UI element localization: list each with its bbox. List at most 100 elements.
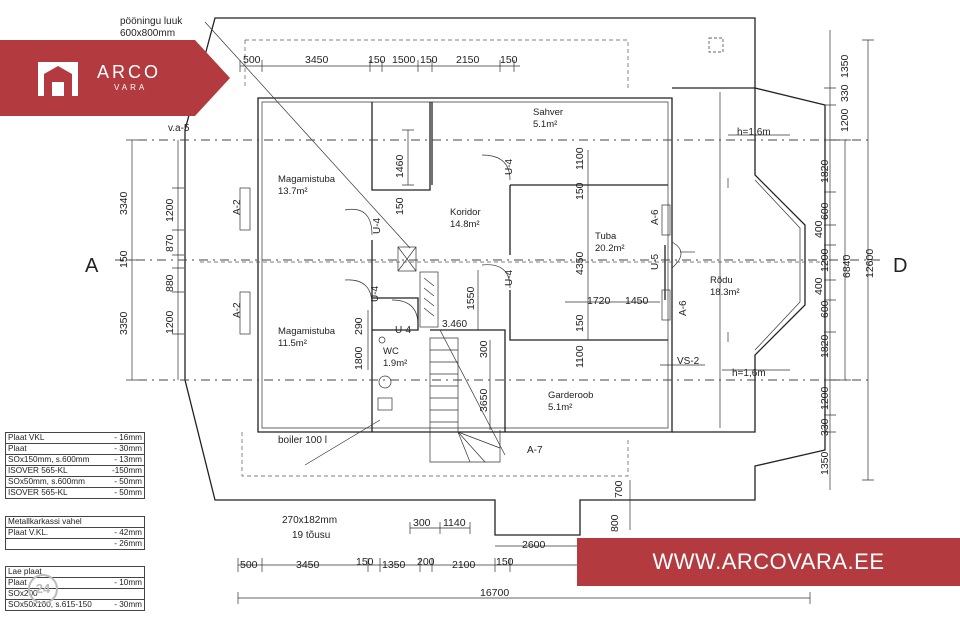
dim-misc: 1720 <box>587 295 611 307</box>
height-top: h=1,6m <box>737 127 771 138</box>
dim-misc: 1800 <box>353 346 365 370</box>
va-note: v.a-5 <box>168 123 190 134</box>
stairs-steps: 19 tõusu <box>292 530 330 541</box>
room-wc-area: 1.9m² <box>383 358 407 369</box>
tag-a2-top: A-2 <box>232 199 243 215</box>
dim-misc: 150 <box>394 197 406 215</box>
dim-bottom: 500 <box>240 559 258 571</box>
dim-misc: 290 <box>353 317 365 335</box>
dim-right-total: 6840 <box>841 254 853 278</box>
tag-a6-top: A-6 <box>650 209 661 225</box>
room-mag2-area: 11.5m² <box>278 338 307 349</box>
room-rodu-name: Rõdu <box>710 275 733 286</box>
dim-bottom: 2100 <box>452 559 476 571</box>
dim-top: 3450 <box>305 54 329 66</box>
dim-misc: 800 <box>609 514 621 532</box>
dim-misc: 2600 <box>522 539 546 551</box>
room-garderoob-name: Garderoob <box>548 390 593 401</box>
dim-right: 1350 <box>819 451 831 475</box>
room-sahver-name: Sahver <box>533 107 563 118</box>
dim-right: 600 <box>819 300 831 318</box>
hatch-size: 600x800mm <box>120 28 175 39</box>
tag-a2-bottom: A-2 <box>232 302 243 318</box>
dim-top: 150 <box>500 54 518 66</box>
dim-top: 1500 <box>392 54 416 66</box>
dim-right: 1200 <box>839 108 851 132</box>
boiler-note: boiler 100 l <box>278 435 327 446</box>
dim-left: 870 <box>164 234 176 252</box>
tag-u4-4: U-4 <box>504 269 515 286</box>
dim-top: 150 <box>420 54 438 66</box>
website-banner[interactable]: WWW.ARCOVARA.EE <box>577 538 960 586</box>
house-icon <box>44 66 72 96</box>
dim-misc: 1450 <box>625 295 649 307</box>
tag-u4-1: U-4 <box>372 217 383 234</box>
dim-right: 1200 <box>819 386 831 410</box>
tag-u5: U-5 <box>650 253 661 270</box>
tag-u4-3: U-4 <box>504 158 515 175</box>
room-sahver-area: 5.1m² <box>533 119 557 130</box>
roof-inner <box>244 39 629 88</box>
tag-u4-wc: U-4 <box>395 325 412 336</box>
room-koridor-area: 14.8m² <box>450 219 480 230</box>
dim-right: 1350 <box>839 54 851 78</box>
axis-a: A <box>85 255 99 277</box>
height-bottom: h=1,6m <box>732 368 766 379</box>
dim-right: 400 <box>813 220 825 238</box>
exterior-wall <box>257 97 673 433</box>
dim-misc: 150 <box>574 314 586 332</box>
tag-vs2: VS-2 <box>677 356 700 367</box>
dim-right: 400 <box>813 277 825 295</box>
dim-left: 3340 <box>118 191 130 215</box>
brand-banner <box>0 40 230 116</box>
dim-left: 880 <box>164 274 176 292</box>
dim-bottom: 3450 <box>296 559 320 571</box>
dim-misc: 1140 <box>443 517 466 529</box>
dim-misc: 300 <box>413 517 431 529</box>
dim-bottom: 150 <box>496 556 514 568</box>
dim-misc: 3650 <box>478 388 490 412</box>
dim-right: 600 <box>819 202 831 220</box>
dim-misc: 1460 <box>394 154 406 178</box>
hatch-note: pööningu luuk <box>120 16 183 27</box>
dim-right: 1200 <box>819 248 831 272</box>
dim-right: 330 <box>839 84 851 102</box>
dim-top: 150 <box>368 54 386 66</box>
room-mag1-name: Magamistuba <box>278 174 336 185</box>
dim-top: 500 <box>243 54 261 66</box>
dim-right: 330 <box>819 418 831 436</box>
dim-left: 1200 <box>164 310 176 334</box>
tag-a7: A-7 <box>527 445 543 456</box>
dim-misc: 300 <box>478 340 490 358</box>
room-wc-name: WC <box>383 346 399 357</box>
axis-d: D <box>893 255 907 277</box>
dim-left: 150 <box>118 250 130 268</box>
dim-right: 1820 <box>819 334 831 358</box>
dim-misc: 1100 <box>574 345 586 368</box>
dim-left: 3350 <box>118 311 130 335</box>
legend-ceiling: Lae plaat Plaat- 10mm SOx200 SOx50x100, … <box>5 566 145 611</box>
legend-metal: Metallkarkassi vahel Plaat V.KL.- 42mm -… <box>5 516 145 550</box>
room-tuba-area: 20.2m² <box>595 243 625 254</box>
dim-top: 2150 <box>456 54 480 66</box>
dim-misc: 1550 <box>465 286 477 310</box>
dim-right: 1820 <box>819 159 831 183</box>
level-mark: 3.460 <box>442 319 467 330</box>
room-tuba-name: Tuba <box>595 231 617 242</box>
tag-u4-2: U-4 <box>370 285 381 302</box>
dim-left: 1200 <box>164 198 176 222</box>
dim-misc: 4350 <box>574 251 586 275</box>
dim-misc: 1100 <box>574 147 586 170</box>
dim-bottom: 200 <box>417 556 435 568</box>
watermark-badge: 24 <box>28 574 58 604</box>
room-mag1-area: 13.7m² <box>278 186 308 197</box>
brand-name: ARCO <box>97 62 162 82</box>
dim-bottom-total: 16700 <box>480 587 509 599</box>
room-koridor-name: Koridor <box>450 207 481 218</box>
room-rodu-area: 18.3m² <box>710 287 740 298</box>
dim-bottom: 1350 <box>382 559 406 571</box>
tag-a6-bottom: A-6 <box>678 300 689 316</box>
brand-sub: VARA <box>114 83 148 92</box>
dim-misc: 150 <box>574 182 586 200</box>
dim-misc: 700 <box>613 480 625 498</box>
